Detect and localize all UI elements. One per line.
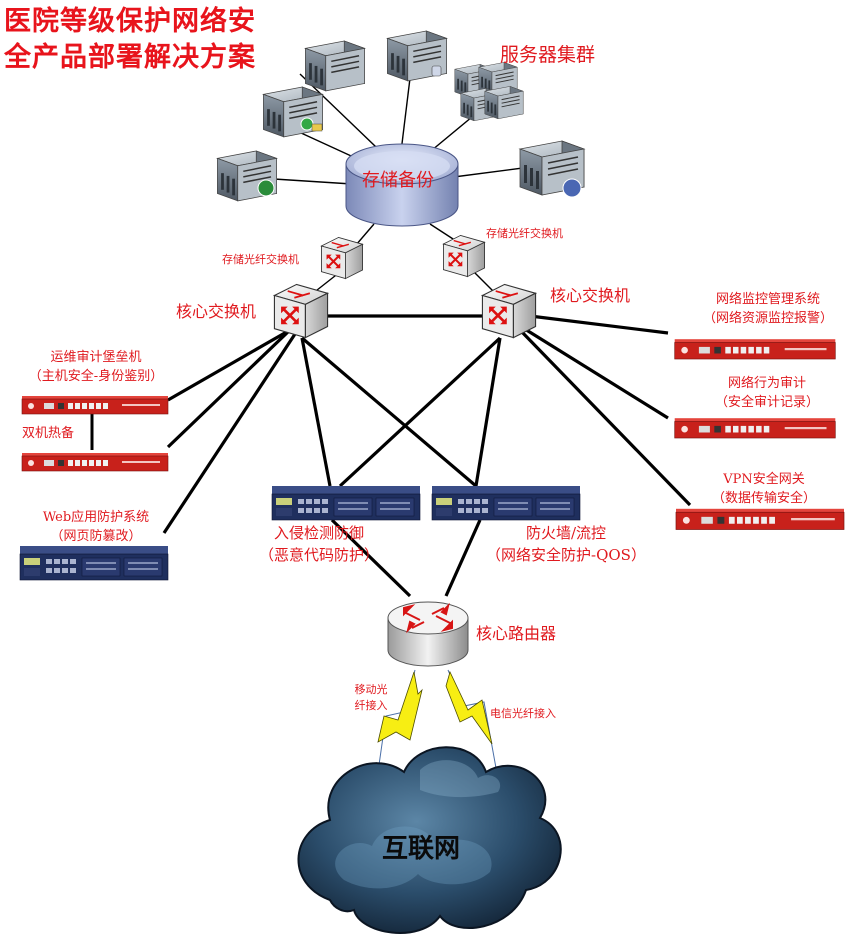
switch-cube-icon <box>320 236 364 280</box>
behavior-audit-title: 网络行为审计 <box>727 376 806 391</box>
storage-disk-icon <box>345 143 459 227</box>
rack-appliance-icon <box>271 485 421 521</box>
mobile-fiber-label: 移动光 纤接入 <box>348 682 394 714</box>
vpn-gateway-title: VPN安全网关 <box>723 472 805 487</box>
server-cluster <box>216 30 585 202</box>
mobile-fiber-line-2: 纤接入 <box>354 699 388 712</box>
server-tower-icon <box>304 40 366 92</box>
vpn-gateway-subtitle: （数据传输安全） <box>711 491 816 506</box>
behavior-audit-subtitle: （安全审计记录） <box>714 395 819 410</box>
rack-appliance-icon <box>21 452 169 472</box>
bastion-host-label: 运维审计堡垒机 （主机安全-身份鉴别） <box>20 348 172 386</box>
lightning-link-icon <box>373 669 423 801</box>
waf-title: Web应用防护系统 <box>42 510 150 525</box>
rack-appliance-icon <box>19 545 169 581</box>
network-monitor-label: 网络监控管理系统 （网络资源监控报警） <box>690 290 846 328</box>
core-switch-left-label: 核心交换机 <box>176 302 257 321</box>
bastion-title: 运维审计堡垒机 <box>50 350 142 365</box>
waf-subtitle: （网页防篡改） <box>50 529 142 544</box>
storage-backup-label: 存储备份 <box>362 170 434 191</box>
switch-cube-icon <box>481 283 537 339</box>
waf-label: Web应用防护系统 （网页防篡改） <box>30 508 162 546</box>
firewall-label: 防火墙/流控 （网络安全防护-QOS） <box>476 522 656 566</box>
switch-cube-icon <box>273 283 329 339</box>
behavior-audit-label: 网络行为审计 （安全审计记录） <box>694 374 840 412</box>
rack-appliance-icon <box>674 338 836 360</box>
internet-label: 互联网 <box>382 834 461 864</box>
mobile-fiber-line-1: 移动光 <box>354 683 388 696</box>
lightning-link-icon <box>445 669 501 791</box>
ids-subtitle: （恶意代码防护） <box>258 546 379 564</box>
firewall-subtitle: （网络安全防护-QOS） <box>486 546 646 564</box>
core-switch-right-label: 核心交换机 <box>550 286 631 305</box>
database-icon <box>431 65 442 77</box>
globe-icon <box>257 179 275 197</box>
firewall-title: 防火墙/流控 <box>525 524 607 542</box>
server-cluster-label: 服务器集群 <box>500 44 596 66</box>
page-title-line-2: 全产品部署解决方案 <box>4 42 256 73</box>
vpn-gateway-label: VPN安全网关 （数据传输安全） <box>694 470 834 508</box>
mail-icon <box>311 123 323 132</box>
rack-appliance-icon <box>674 417 836 439</box>
switch-cube-icon <box>442 234 486 278</box>
globe-icon <box>562 178 582 198</box>
hot-standby-label: 双机热备 <box>22 426 75 441</box>
core-router-label: 核心路由器 <box>476 624 557 643</box>
server-rack-icon <box>454 61 524 122</box>
network-links <box>162 314 692 598</box>
ids-title: 入侵检测防御 <box>273 524 364 542</box>
bastion-subtitle: （主机安全-身份鉴别） <box>28 369 164 384</box>
ids-label: 入侵检测防御 （恶意代码防护） <box>248 522 390 566</box>
network-monitor-title: 网络监控管理系统 <box>715 292 820 307</box>
router-icon <box>387 601 469 667</box>
rack-appliance-icon <box>21 395 169 415</box>
network-monitor-subtitle: （网络资源监控报警） <box>702 311 833 326</box>
storage-switch-right-label: 存储光纤交换机 <box>486 227 563 240</box>
rack-appliance-icon <box>431 485 581 521</box>
telecom-fiber-label: 电信光纤接入 <box>490 707 556 720</box>
storage-switch-left-label: 存储光纤交换机 <box>222 253 299 266</box>
rack-appliance-icon <box>675 508 845 531</box>
globe-icon <box>300 117 314 131</box>
internet-cloud-icon <box>297 746 562 934</box>
page-title-line-1: 医院等级保护网络安 <box>4 6 256 37</box>
